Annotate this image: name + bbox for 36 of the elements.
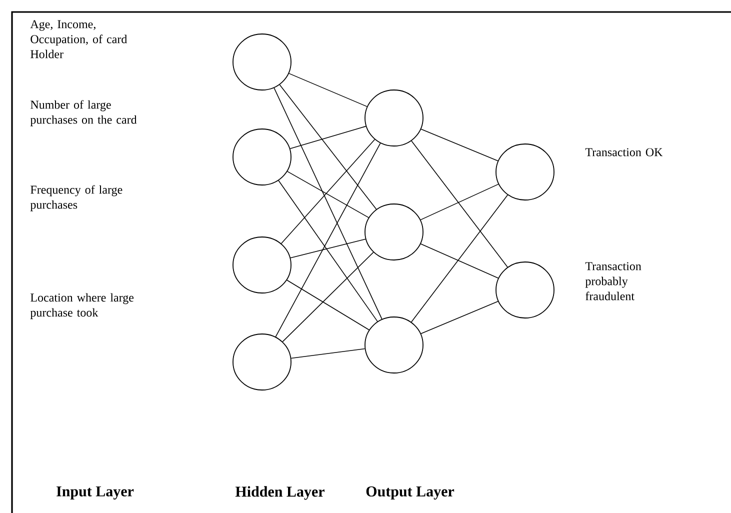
connection-line [420,243,499,279]
connection-line [420,128,498,162]
neuron-circle [364,204,424,260]
input-label: Number of large purchases on the card [30,100,137,126]
connection-line [290,126,366,150]
connection-line [288,73,368,107]
output-label: Transaction OK [585,148,663,156]
input-label: Frequency of large purchases [30,185,122,212]
neuron-circle [496,262,554,318]
layer-label: Hidden Layer [235,486,324,500]
neuron-circle [232,334,292,390]
connection-line [279,84,377,210]
connection-line [282,252,374,342]
neuron-circle [496,144,554,200]
connection-line [420,184,499,220]
neuron-circle [364,90,424,146]
input-label: Age, Income, Occupation, of card Holder [30,20,128,58]
connection-line [287,171,370,218]
connection-line [290,348,366,359]
connection-line [274,88,382,320]
neuron-circle [232,128,292,186]
input-label: Location where large purchase took [30,293,134,320]
connection-line [275,142,381,338]
neuron-circle [232,34,292,90]
layer-label: Input Layer [56,486,134,500]
connection-line [420,300,498,334]
layer-label: Output Layer [366,486,454,500]
connection-line [280,139,376,244]
output-label: Transaction probably fraudulent [585,262,642,300]
connection-line [411,194,508,322]
connection-line [411,140,508,268]
neuron-circle [364,316,424,374]
connection-line [278,180,378,322]
neuron-circle [232,236,292,294]
connection-line [290,238,366,258]
connection-line [286,280,370,330]
